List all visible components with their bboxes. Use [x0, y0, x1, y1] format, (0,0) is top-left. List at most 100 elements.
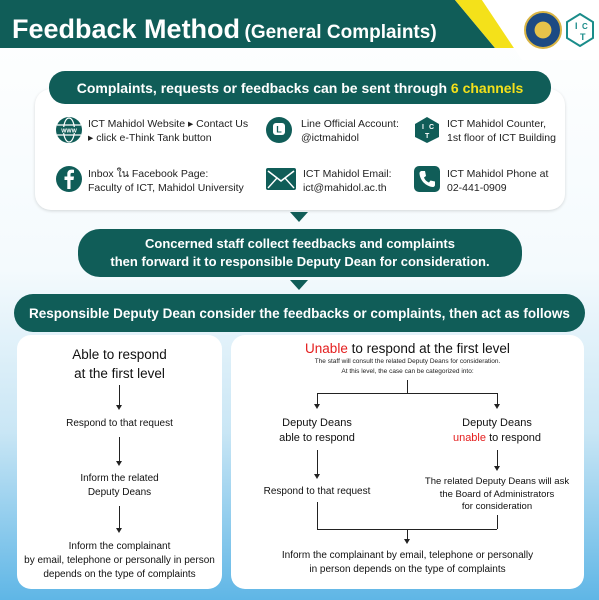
channel-phone-line2: 02-441-0909: [447, 182, 507, 194]
left-step-inform-deans: Inform the related Deputy Deans: [17, 472, 222, 500]
connector-line: [317, 450, 318, 474]
right-final-line1: Inform the complainant by email, telepho…: [281, 550, 534, 561]
svg-text:L: L: [276, 125, 282, 135]
dean-step: Responsible Deputy Dean consider the fee…: [14, 294, 585, 332]
arrow-down-icon: [290, 280, 308, 290]
channel-email: ICT Mahidol Email: ict@mahidol.ac.th: [303, 167, 392, 195]
channels-heading-text: Complaints, requests or feedbacks can be…: [76, 79, 448, 96]
mail-icon: [266, 168, 296, 190]
svg-text:I: I: [575, 21, 578, 31]
connector-line: [119, 437, 120, 461]
branch-able: Deputy Deans able to respond: [252, 416, 382, 446]
right-flow-note: The staff will consult the related Deput…: [231, 357, 584, 377]
channel-counter-line1: ICT Mahidol Counter,: [447, 118, 547, 130]
right-final-inform: Inform the complainant by email, telepho…: [231, 549, 584, 577]
ict-logo: I T C: [566, 13, 594, 47]
channel-website-line2: ▸ click e-Think Tank button: [88, 132, 212, 144]
channel-counter-line2: 1st floor of ICT Building: [447, 132, 556, 144]
left-step3-line2: by email, telephone or personally in per…: [24, 555, 215, 566]
channel-website-line1: ICT Mahidol Website ▸ Contact Us: [88, 118, 249, 130]
right-title-rest: to respond at the first level: [351, 341, 510, 356]
left-step3-line3: depends on the type of complaints: [43, 569, 196, 580]
header-banner: [0, 0, 599, 60]
arrowhead-icon: [314, 404, 320, 409]
left-step3-line1: Inform the complainant: [68, 541, 171, 552]
arrowhead-icon: [494, 466, 500, 471]
title-main: Feedback Method: [12, 14, 241, 44]
channel-email-line1: ICT Mahidol Email:: [303, 168, 392, 180]
channels-card: [35, 89, 565, 210]
arrow-down-icon: [290, 212, 308, 222]
connector-line: [407, 529, 408, 539]
left-title-line2: at the first level: [74, 366, 165, 381]
channel-counter: ICT Mahidol Counter, 1st floor of ICT Bu…: [447, 117, 556, 145]
branch-unable-board: The related Deputy Deans will ask the Bo…: [417, 476, 577, 514]
channel-facebook-line2: Faculty of ICT, Mahidol University: [88, 182, 244, 194]
svg-text:T: T: [425, 133, 430, 140]
globe-icon: WWW: [56, 117, 82, 143]
staff-step-line1: Concerned staff collect feedbacks and co…: [145, 236, 455, 251]
connector-line: [119, 385, 120, 405]
channel-phone-line1: ICT Mahidol Phone at: [447, 168, 549, 180]
line-icon: L: [266, 117, 292, 143]
right-note-line1: The staff will consult the related Deput…: [314, 358, 501, 365]
channels-heading: Complaints, requests or feedbacks can be…: [49, 71, 551, 104]
left-title-line1: Able to respond: [72, 347, 167, 362]
connector-line: [497, 393, 498, 404]
facebook-icon: [56, 166, 82, 192]
left-step-respond: Respond to that request: [66, 418, 173, 429]
right-title-unable: Unable: [305, 341, 348, 356]
mahidol-logo: [524, 11, 562, 49]
page-title: Feedback Method (General Complaints): [12, 14, 437, 45]
connector-line: [407, 380, 408, 393]
branch-unable-step-line1: The related Deputy Deans will ask: [424, 476, 570, 487]
channel-facebook-line1: Inbox ใน Facebook Page:: [88, 168, 209, 180]
staff-step: Concerned staff collect feedbacks and co…: [78, 229, 522, 277]
channel-line: Line Official Account: @ictmahidol: [301, 117, 399, 145]
arrowhead-icon: [404, 539, 410, 544]
channel-line-line1: Line Official Account:: [301, 118, 399, 130]
staff-step-line2: then forward it to responsible Deputy De…: [110, 254, 490, 269]
svg-text:C: C: [429, 124, 434, 131]
arrowhead-icon: [494, 404, 500, 409]
left-flow-title: Able to respond at the first level: [17, 345, 222, 383]
branch-unable-rest: to respond: [489, 432, 542, 444]
phone-icon: [414, 166, 440, 192]
connector-line: [317, 502, 318, 529]
connector-line: [317, 393, 318, 404]
right-note-line2: At this level, the case can be categoriz…: [341, 368, 474, 375]
left-step-inform-complainant: Inform the complainant by email, telepho…: [17, 540, 222, 582]
channel-facebook: Inbox ใน Facebook Page: Faculty of ICT, …: [88, 167, 244, 195]
svg-text:I: I: [422, 124, 424, 131]
ict-counter-icon: I C T: [415, 117, 439, 143]
arrowhead-icon: [116, 528, 122, 533]
right-final-line2: in person depends on the type of complai…: [309, 564, 506, 575]
title-sub: (General Complaints): [244, 22, 437, 43]
channel-website: ICT Mahidol Website ▸ Contact Us ▸ click…: [88, 117, 248, 145]
branch-unable: Deputy Deans unable to respond: [432, 416, 562, 446]
channel-phone: ICT Mahidol Phone at 02-441-0909: [447, 167, 548, 195]
branch-able-line2: able to respond: [279, 432, 355, 444]
branch-unable-step-line3: for consideration: [461, 501, 533, 512]
svg-text:T: T: [580, 32, 586, 42]
arrowhead-icon: [116, 405, 122, 410]
branch-unable-red: unable: [452, 432, 486, 444]
branch-able-line1: Deputy Deans: [282, 417, 352, 429]
connector-line: [497, 515, 498, 529]
connector-line: [119, 506, 120, 528]
arrowhead-icon: [314, 474, 320, 479]
channels-count: 6 channels: [450, 79, 524, 96]
svg-text:C: C: [582, 22, 588, 31]
left-step2-line2: Deputy Deans: [87, 487, 152, 498]
branch-unable-line1: Deputy Deans: [462, 417, 532, 429]
channel-email-line2: ict@mahidol.ac.th: [303, 182, 387, 194]
branch-unable-step-line2: the Board of Administrators: [439, 488, 555, 500]
channel-line-line2: @ictmahidol: [301, 132, 359, 144]
right-flow-title: Unable to respond at the first level: [231, 339, 584, 358]
right-flow-box: [231, 335, 584, 589]
left-step2-line1: Inform the related: [80, 473, 159, 484]
svg-text:WWW: WWW: [61, 128, 77, 134]
arrowhead-icon: [116, 461, 122, 466]
branch-able-respond: Respond to that request: [263, 486, 371, 497]
dean-step-text: Responsible Deputy Dean consider the fee…: [29, 305, 570, 321]
